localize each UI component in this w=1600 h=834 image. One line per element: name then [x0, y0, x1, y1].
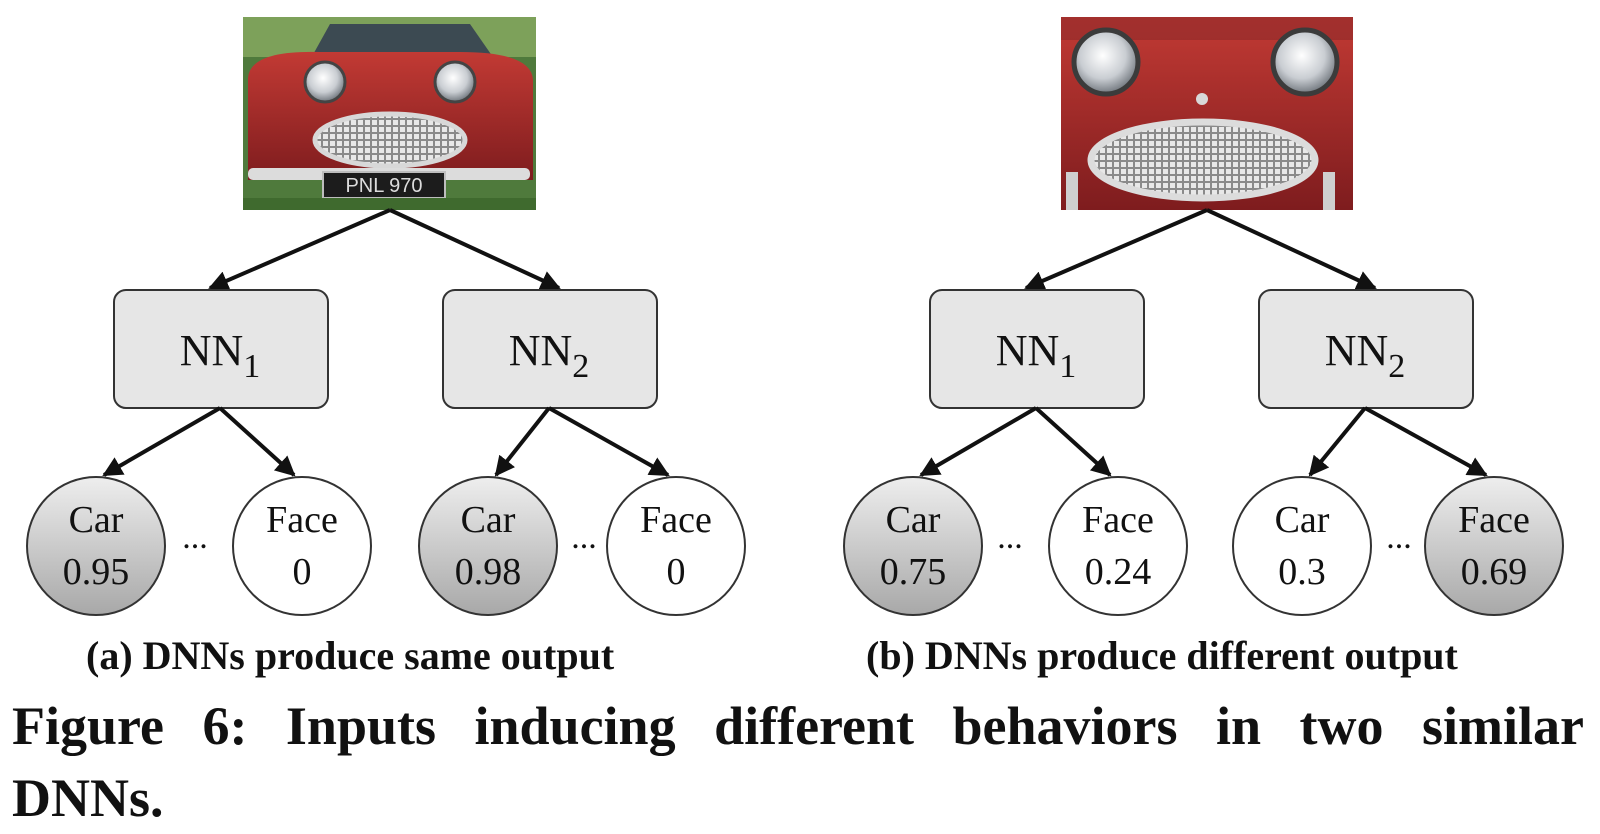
image-to-network-arrow: [1024, 208, 1208, 291]
figure-caption-line1: Figure 6: Inputs inducing different behaviors…: [12, 690, 1584, 762]
output-value: 0.69: [1461, 551, 1528, 593]
caption-word: behaviors: [952, 696, 1178, 756]
caption-word: Figure: [12, 696, 164, 756]
output-value: 0.95: [63, 551, 130, 593]
network-to-output-arrow: [548, 406, 670, 477]
output-label: Face: [266, 499, 338, 541]
ellipsis: ...: [997, 519, 1023, 556]
output-node-highlighted: [843, 476, 983, 616]
output-value: 0.24: [1085, 551, 1152, 593]
caption-word: in: [1215, 696, 1262, 756]
output-label: Face: [640, 499, 712, 541]
output-label: Face: [1458, 499, 1530, 541]
output-value: 0: [293, 551, 312, 593]
network-to-output-arrow: [494, 406, 551, 477]
network-to-output-arrow: [919, 406, 1038, 477]
subcaption-b: (b) DNNs produce different output: [866, 633, 1458, 678]
caption-word: inducing: [474, 696, 676, 756]
output-label: Face: [1082, 499, 1154, 541]
output-value: 0: [667, 551, 686, 593]
input-image-full-car: PNL 970: [243, 17, 536, 210]
output-node-highlighted: [1424, 476, 1564, 616]
output-node-highlighted: [418, 476, 558, 616]
figure-caption: Figure 6: Inputs inducing different behaviors…: [12, 690, 1584, 834]
output-node: [1232, 476, 1372, 616]
output-value: 0.75: [880, 551, 947, 593]
network-to-output-arrow: [1034, 406, 1112, 477]
output-node: [232, 476, 372, 616]
caption-word: different: [714, 696, 915, 756]
output-label: Car: [1275, 499, 1330, 541]
output-label: Car: [461, 499, 516, 541]
caption-word: 6:: [202, 696, 248, 756]
figure-caption-line2: DNNs.: [12, 768, 164, 828]
output-node: [606, 476, 746, 616]
ellipsis: ...: [182, 519, 208, 556]
image-to-network-arrow: [389, 208, 561, 290]
caption-word: two: [1299, 696, 1384, 756]
image-to-network-arrow: [1206, 208, 1377, 290]
output-label: Car: [69, 499, 124, 541]
ellipsis: ...: [1386, 519, 1412, 556]
image-to-network-arrow: [208, 208, 391, 291]
figure-diagram: PNL 970 NN1Car0.95Face0...NN2Car0.98Face…: [26, 17, 1564, 616]
caption-word: similar: [1421, 696, 1584, 756]
caption-word: Inputs: [285, 696, 437, 756]
subcaption-a: (a) DNNs produce same output: [86, 633, 615, 678]
ellipsis: ...: [571, 519, 597, 556]
network-to-output-arrow: [1308, 406, 1367, 477]
output-value: 0.98: [455, 551, 522, 593]
output-node: [1048, 476, 1188, 616]
network-to-output-arrow: [1364, 406, 1488, 477]
output-value: 0.3: [1278, 551, 1326, 593]
output-label: Car: [886, 499, 941, 541]
license-plate-text: PNL 970: [345, 175, 422, 197]
output-node-highlighted: [26, 476, 166, 616]
network-to-output-arrow: [102, 406, 222, 477]
network-to-output-arrow: [218, 406, 296, 477]
input-image-zoomed-car: [1061, 17, 1353, 210]
